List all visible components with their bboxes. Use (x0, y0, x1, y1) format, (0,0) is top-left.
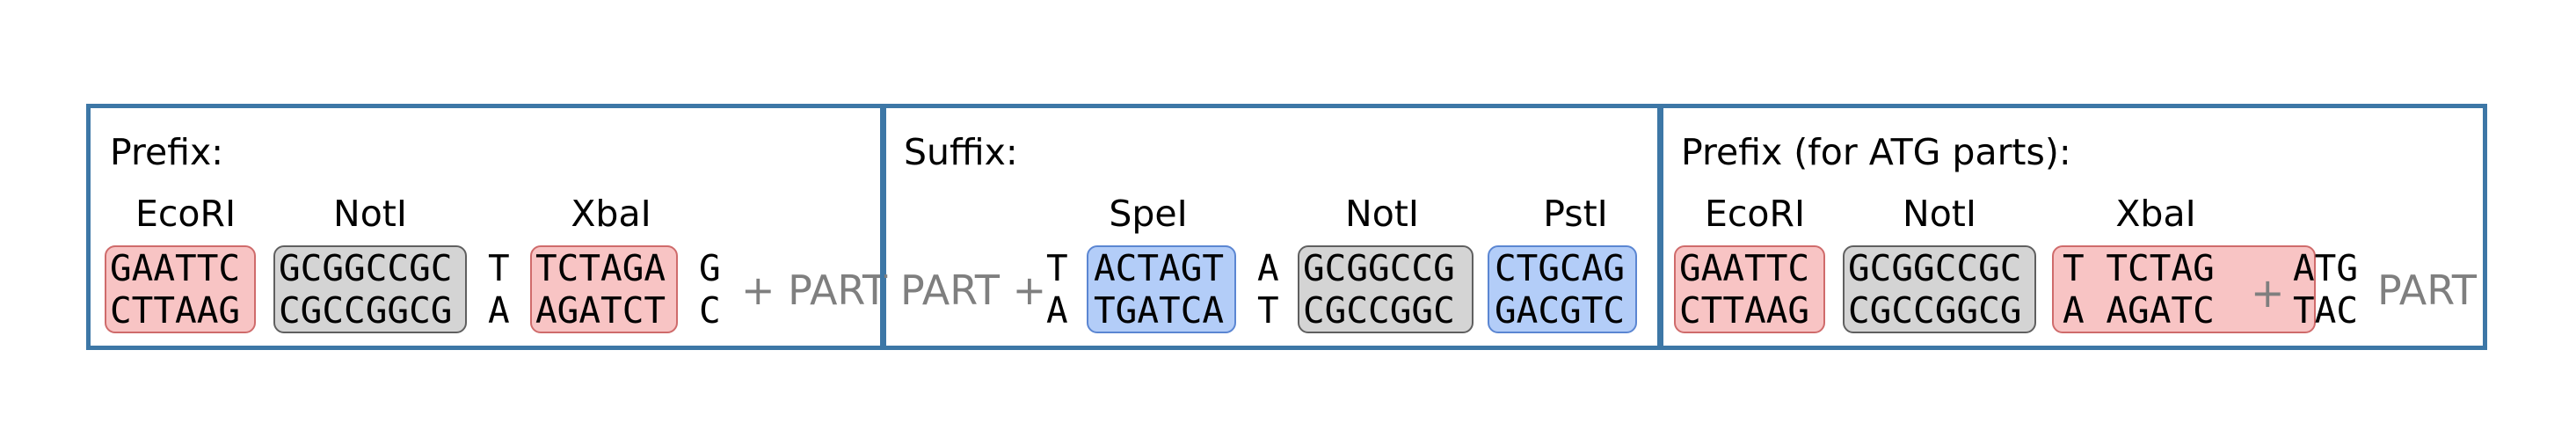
plus-sign: + (2251, 269, 2285, 317)
spei-top-strand: ACTAGT (1094, 247, 1225, 289)
ecori-top-strand: GAATTC (1679, 247, 1810, 289)
enzyme-label-spei: SpeI (1109, 193, 1188, 235)
noti-site-box (273, 245, 467, 333)
prefix-panel: Prefix: EcoRI NotI XbaI GAATTC CTTAAG GC… (86, 104, 888, 350)
enzyme-label-noti: NotI (1903, 193, 1976, 235)
enzyme-label-xbai: XbaI (571, 193, 651, 235)
prefix-title: Prefix: (110, 131, 224, 173)
lead-top-base: T (1046, 247, 1068, 289)
enzyme-label-noti: NotI (333, 193, 407, 235)
ecori-site-box (1674, 245, 1825, 333)
noti-top-strand: GCGGCCGC (1848, 247, 2022, 289)
ecori-top-strand: GAATTC (110, 247, 241, 289)
enzyme-label-xbai: XbaI (2115, 193, 2196, 235)
enzyme-label-ecori: EcoRI (135, 193, 236, 235)
part-label: PART (2377, 266, 2477, 314)
noti-site-box (1298, 245, 1474, 333)
enzyme-label-psti: PstI (1543, 193, 1608, 235)
spacer-bottom-base: A (488, 289, 510, 332)
psti-top-strand: CTGCAG (1495, 247, 1626, 289)
xbai-bottom-strand: A AGATC (2063, 289, 2215, 332)
noti-bottom-strand: CGCCGGCG (279, 289, 453, 332)
atg-top-strand: ATG (2293, 247, 2359, 289)
psti-site-box (1488, 245, 1637, 333)
noti-top-strand: GCGGCCG (1303, 247, 1455, 289)
atg-prefix-title: Prefix (for ATG parts): (1681, 131, 2071, 173)
xbai-site-box (530, 245, 678, 333)
noti-site-box (1843, 245, 2036, 333)
enzyme-label-ecori: EcoRI (1704, 193, 1806, 235)
overhang-bottom-base: C (699, 289, 721, 332)
atg-prefix-panel: Prefix (for ATG parts): EcoRI NotI XbaI … (1657, 104, 2487, 350)
ecori-site-box (105, 245, 256, 333)
ecori-bottom-strand: CTTAAG (1679, 289, 1810, 332)
lead-bottom-base: A (1046, 289, 1068, 332)
xbai-top-strand: TCTAGA (535, 247, 666, 289)
overhang-top-base: G (699, 247, 721, 289)
noti-top-strand: GCGGCCGC (279, 247, 453, 289)
xbai-top-strand: T TCTAG (2063, 247, 2215, 289)
spacer-top-base: T (488, 247, 510, 289)
xbai-site-box (2052, 245, 2316, 333)
spei-site-box (1087, 245, 1236, 333)
psti-bottom-strand: GACGTC (1495, 289, 1626, 332)
plus-part-label: + PART (741, 266, 888, 314)
ecori-bottom-strand: CTTAAG (110, 289, 241, 332)
spei-bottom-strand: TGATCA (1094, 289, 1225, 332)
xbai-bottom-strand: AGATCT (535, 289, 666, 332)
spacer-bottom-base: T (1257, 289, 1279, 332)
suffix-title: Suffix: (904, 131, 1018, 173)
noti-bottom-strand: CGCCGGCG (1848, 289, 2022, 332)
spacer-top-base: A (1257, 247, 1279, 289)
atg-bottom-strand: TAC (2293, 289, 2359, 332)
enzyme-label-noti: NotI (1345, 193, 1419, 235)
suffix-panel: Suffix: PART + SpeI NotI PstI T A ACTAGT… (880, 104, 1663, 350)
noti-bottom-strand: CGCCGGC (1303, 289, 1455, 332)
part-plus-label: PART + (900, 266, 1047, 314)
